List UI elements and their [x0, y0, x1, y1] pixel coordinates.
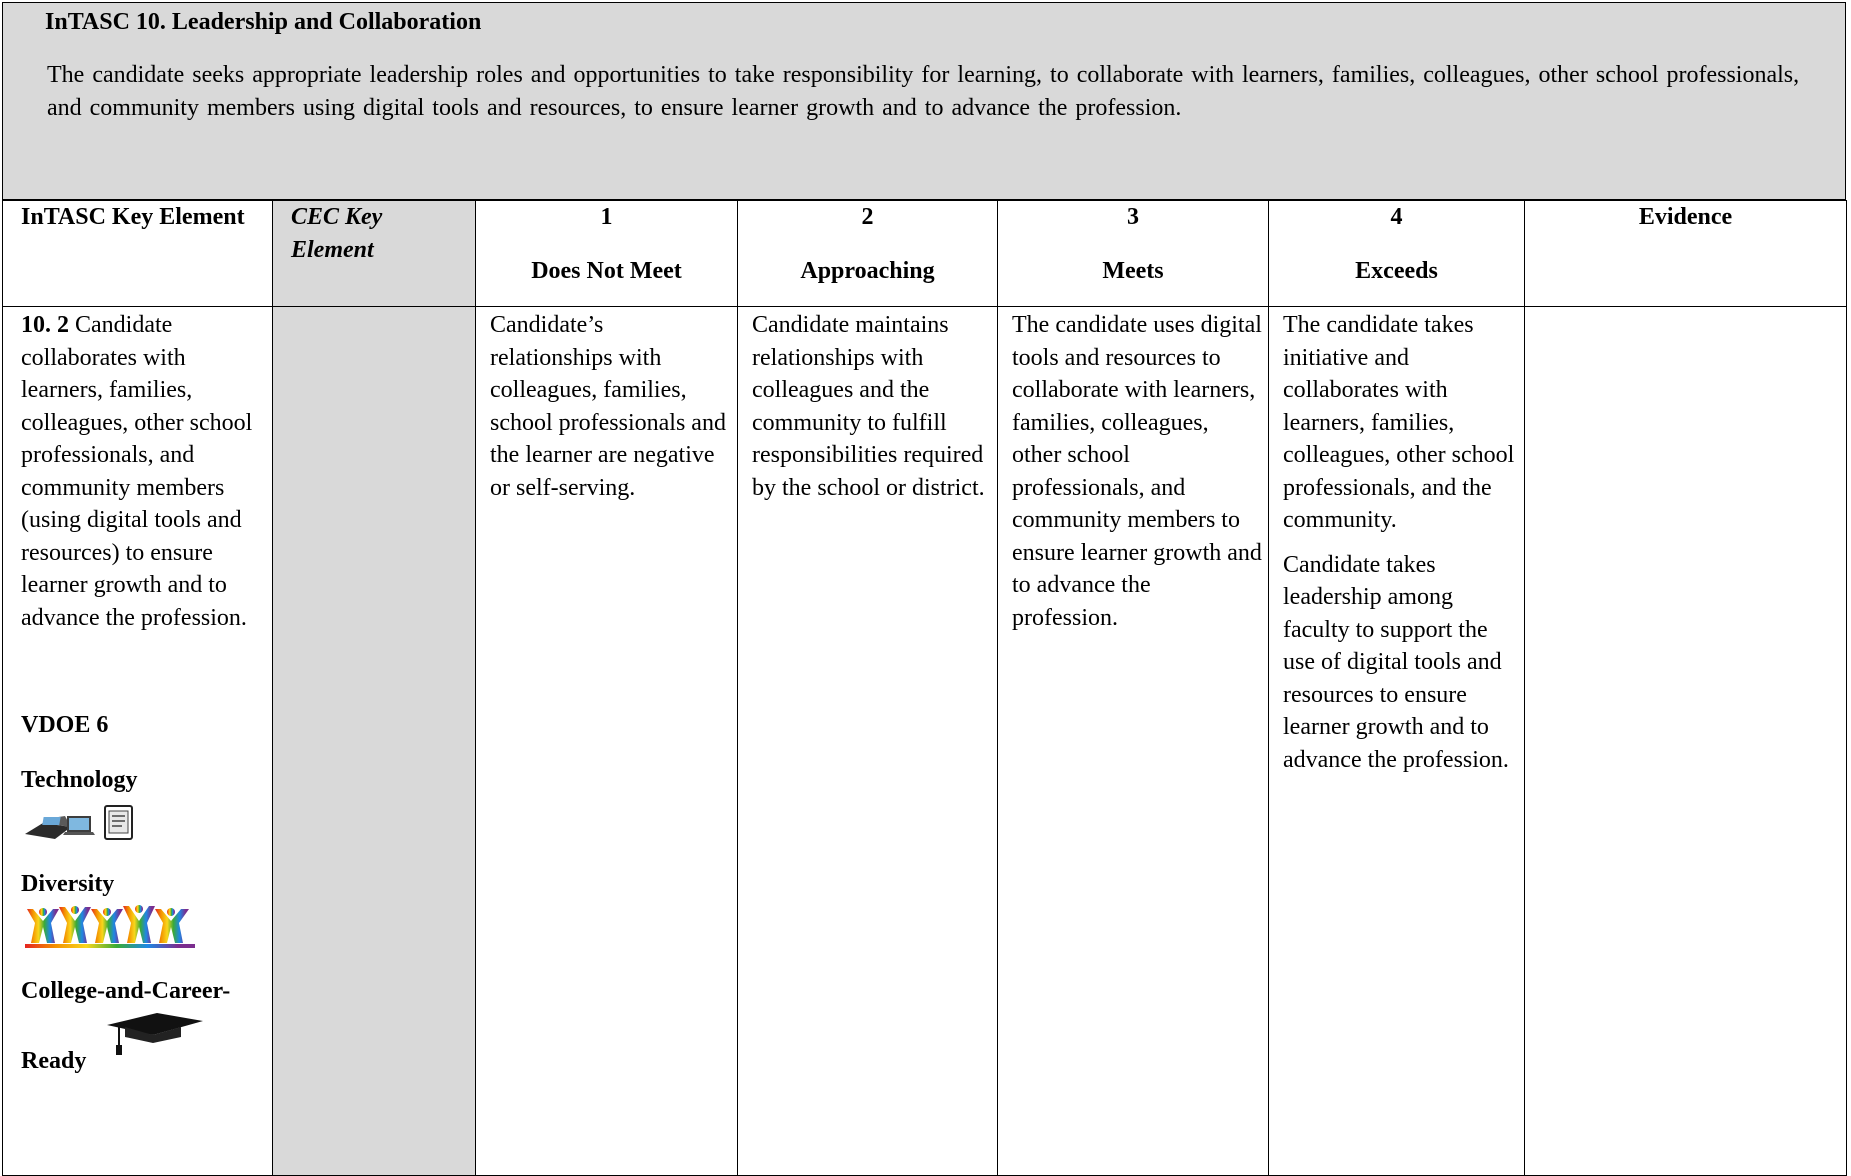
rubric-table: InTASC Key Element CEC Key Element 1 Doe…: [2, 200, 1847, 1176]
element-text: Candidate collaborates with learners, fa…: [21, 312, 253, 631]
level-4-text-2: Candidate takes leadership among faculty…: [1283, 551, 1509, 773]
level-1-cell: Candidate’s relationships with colleague…: [475, 306, 738, 1176]
vdoe-ready-label: Ready: [21, 1048, 87, 1074]
vdoe-diversity-label: Diversity: [21, 871, 115, 897]
header-level-2: 2 Approaching: [737, 200, 998, 307]
diversity-people-icon: [21, 903, 266, 949]
standard-description: The candidate seeks appropriate leadersh…: [47, 62, 1800, 121]
level-4-text-1: The candidate takes initiative and colla…: [1283, 312, 1515, 533]
vdoe-college-career-label: College-and-Career-: [21, 977, 231, 1004]
level-4-cell: The candidate takes initiative and colla…: [1268, 306, 1525, 1176]
level-2-cell: Candidate maintains relationships with c…: [737, 306, 998, 1176]
header-cec-key-element: CEC Key Element: [272, 200, 476, 307]
evidence-cell[interactable]: [1524, 306, 1847, 1176]
header-level-4: 4 Exceeds: [1268, 200, 1525, 307]
graduation-cap-row: Ready: [21, 1007, 266, 1077]
vdoe-section: VDOE 6 Technology: [21, 709, 266, 1077]
level-3-text: The candidate uses digital tools and res…: [1012, 312, 1262, 631]
cec-element-cell: [272, 306, 476, 1176]
header-intasc-key-element: InTASC Key Element: [2, 200, 273, 307]
header-level-3: 3 Meets: [997, 200, 1269, 307]
vdoe-technology-label: Technology: [21, 766, 138, 793]
vdoe-heading: VDOE 6: [21, 712, 109, 738]
intasc-element-cell: 10. 2 Candidate collaborates with learne…: [2, 306, 273, 1176]
level-3-cell: The candidate uses digital tools and res…: [997, 306, 1269, 1176]
level-2-text: Candidate maintains relationships with c…: [752, 312, 985, 501]
standard-title: InTASC 10. Leadership and Collaboration: [45, 9, 482, 35]
header-row: InTASC Key Element CEC Key Element 1 Doe…: [2, 200, 1847, 307]
element-number: 10. 2: [21, 312, 69, 338]
graduation-cap-icon: [105, 1007, 205, 1067]
rubric-row: 10. 2 Candidate collaborates with learne…: [2, 306, 1847, 1176]
level-1-text: Candidate’s relationships with colleague…: [490, 312, 726, 501]
header-evidence: Evidence: [1524, 200, 1847, 307]
standard-header: InTASC 10. Leadership and Collaboration …: [2, 2, 1846, 200]
technology-devices-icon: [21, 798, 266, 840]
header-level-1: 1 Does Not Meet: [475, 200, 738, 307]
